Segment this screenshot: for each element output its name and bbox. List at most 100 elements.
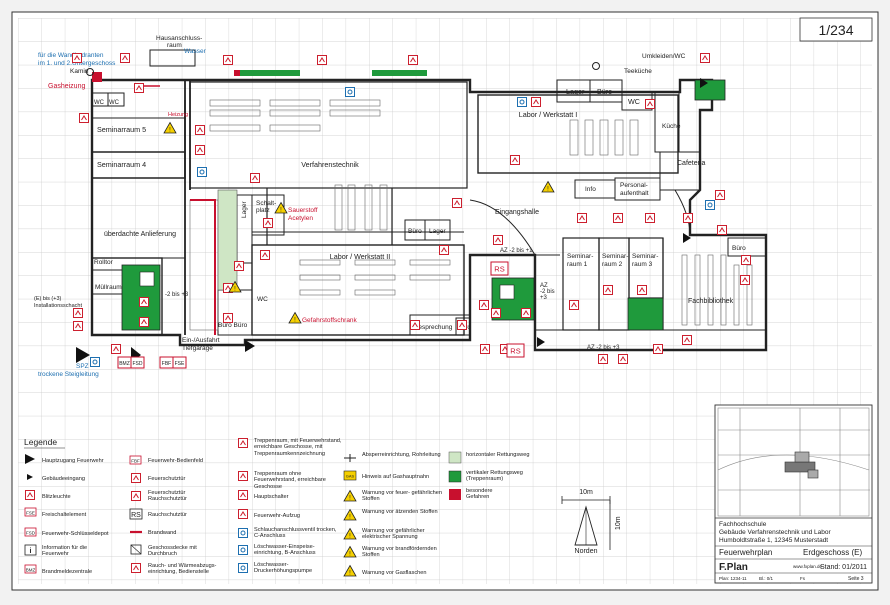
legend-c2-2: Feuerschutztür Rauchschutztür bbox=[148, 490, 187, 503]
room-cafeteria: Cafeteria bbox=[677, 160, 706, 167]
room-buero-r: Büro bbox=[732, 245, 746, 252]
einausfahrt-2: Tiefgarage bbox=[182, 345, 213, 352]
legend-c2-0: Feuerwehr-Bedienfeld bbox=[148, 458, 203, 464]
room-wc: WC bbox=[257, 296, 268, 303]
legend-c1-3: Freischaltelement bbox=[42, 512, 87, 518]
tb-address: Humboldtstraße 1, 12345 Musterstadt bbox=[719, 537, 828, 544]
furniture bbox=[189, 99, 753, 331]
sauerstoff-1: Sauerstoff bbox=[288, 207, 318, 214]
fsd-box: FSD bbox=[133, 361, 143, 367]
room-schaltplatz-2: platz bbox=[256, 207, 270, 214]
rs-box-2: RS bbox=[510, 347, 520, 356]
legend-c3-0: Treppenraum, mit Feuerwehrstand, erreich… bbox=[254, 438, 342, 457]
tb-institution: Fachhochschule bbox=[719, 521, 767, 528]
legend-c1-0: Hauptzugang Feuerwehr bbox=[42, 458, 104, 464]
legend-sym-fse: FSE bbox=[26, 511, 35, 516]
wasser-label: Wasser bbox=[184, 48, 207, 55]
legend-c2-5: Geschossdecke mit Durchbruch bbox=[148, 545, 197, 558]
spz-label: SPZ bbox=[76, 363, 89, 370]
bmz-box: BMZ bbox=[119, 361, 130, 367]
hydrant-note-1: für die Wandhydranten bbox=[38, 52, 104, 59]
az-mid-1: AZ bbox=[540, 283, 548, 289]
room-labor2: Labor / Werkstatt II bbox=[330, 252, 391, 261]
az-mid-2: -2 bis bbox=[540, 289, 555, 295]
site-map bbox=[717, 407, 870, 517]
legend-c3-3: Feuerwehr-Aufzug bbox=[254, 513, 300, 519]
heizung-label: Heizung bbox=[168, 112, 188, 118]
legend-c4-2: Warnung vor feuer- gefährlichen Stoffen bbox=[362, 490, 442, 503]
legend-c5-0: horizontaler Rettungsweg bbox=[466, 452, 530, 458]
fbf-box: FBF bbox=[162, 361, 171, 367]
legend-c3-5: Löschwasser-Einspeise- einrichtung, B-An… bbox=[254, 544, 316, 557]
legend-c1-6: Brandmeldezentrale bbox=[42, 569, 92, 575]
hausanschluss-1: Hausanschluss- bbox=[156, 35, 202, 42]
floor-plan bbox=[90, 49, 768, 352]
room-buero-lager-b: Lager bbox=[429, 228, 446, 235]
legend-sym-fbf: FBF bbox=[131, 459, 140, 464]
tb-stand: Stand: 01/2011 bbox=[820, 564, 867, 571]
legend-c4-0: Absperreinrichtung, Rohrleitung bbox=[362, 452, 441, 458]
legend-title: Legende bbox=[24, 437, 57, 447]
tb-plan-no: Plan: 1234-11 bbox=[719, 576, 747, 581]
legend-c1-4: Feuerwehr-Schlüsseldepot bbox=[42, 531, 109, 537]
ueberdachte-label: überdachte Anlieferung bbox=[104, 231, 176, 238]
plan-labelled-boxes: RS RS BMZ FSD FBF FSE bbox=[117, 261, 525, 369]
legend-c4-4: Warnung vor gefährlicher elektrischer Sp… bbox=[362, 528, 425, 541]
room-seminar1-2: raum 1 bbox=[567, 261, 588, 268]
kamin-label: Kamin bbox=[70, 68, 89, 75]
green-bar-2 bbox=[372, 70, 427, 76]
tb-brand-url: www.fxplan.de bbox=[793, 564, 823, 569]
legend-c3-1: Treppenraum ohne Feuerwehrstand, erreich… bbox=[254, 471, 326, 489]
legend-c1-2: Blitzleuchte bbox=[42, 494, 71, 500]
room-wc-left-a: WC bbox=[94, 100, 105, 106]
tb-building: Gebäude Verfahrenstechnik und Labor bbox=[719, 529, 832, 536]
legend-c2-3: Rauchschutztür bbox=[148, 512, 187, 518]
legend-c3-6: Löschwasser- Druckerhöhungspumpe bbox=[254, 562, 313, 575]
room-wc-left-b: WC bbox=[109, 100, 120, 106]
legend-sym-gas: GAS bbox=[346, 474, 355, 479]
scale-vertical: 10m bbox=[615, 516, 622, 530]
scale-horizontal: 10m bbox=[579, 489, 593, 496]
installation-1: (E) bis (+3) bbox=[34, 296, 62, 302]
room-personal-2: aufenthalt bbox=[620, 190, 649, 197]
room-seminar1-1: Seminar- bbox=[567, 253, 593, 260]
room-labels: Seminarraum 5 Seminarraum 4 Verfahrenste… bbox=[94, 87, 746, 331]
legend-c3-2: Hauptschalter bbox=[254, 494, 289, 500]
hydrant-note-2: im 1. und 2.Untergeschoss bbox=[38, 60, 116, 67]
legend-c4-6: Warnung vor Gasflaschen bbox=[362, 570, 426, 576]
room-labor1: Labor / Werkstatt I bbox=[519, 110, 578, 119]
legend-c4-1: Hinweis auf Gashauptnahn bbox=[362, 474, 429, 480]
north-label: Norden bbox=[575, 548, 598, 555]
room-kueche: Küche bbox=[662, 123, 681, 130]
room-verfahrenstechnik: Verfahrenstechnik bbox=[301, 160, 359, 169]
teekueche-label: Teeküche bbox=[624, 68, 652, 75]
fse-box: FSE bbox=[175, 361, 185, 367]
page-number: 1/234 bbox=[818, 22, 853, 38]
room-seminar3-2: raum 3 bbox=[632, 261, 653, 268]
tb-floor: Erdgeschoss (E) bbox=[803, 548, 862, 557]
tb-bl: Bl.: 0/1 bbox=[759, 576, 774, 581]
tb-brand: F.Plan bbox=[719, 562, 748, 573]
room-info: Info bbox=[585, 186, 596, 193]
room-seminar2-1: Seminar- bbox=[602, 253, 628, 260]
room-seminar2-2: raum 2 bbox=[602, 261, 623, 268]
gefahrstoff-label: Gefahrstoffschrank bbox=[302, 317, 358, 324]
title-block: Fachhochschule Gebäude Verfahrenstechnik… bbox=[714, 404, 873, 584]
room-seminar3-1: Seminar- bbox=[632, 253, 658, 260]
plan-annotations: für die Wandhydranten im 1. und 2.Unterg… bbox=[34, 35, 686, 378]
legend-c1-5: Information für die Feuerwehr bbox=[42, 545, 88, 558]
main-access-arrow bbox=[76, 347, 90, 363]
legend-sym-rs: RS bbox=[131, 512, 141, 519]
installation-2: Installationsschacht bbox=[34, 303, 82, 309]
legend-c4-3: Warnung vor ätzenden Stoffen bbox=[362, 509, 438, 515]
legend: Legende FSE FSD i BMZ Hauptzugang Feuerw… bbox=[24, 437, 530, 578]
page-number-box bbox=[799, 17, 873, 42]
room-buero-lager-a: Büro bbox=[408, 228, 422, 235]
tb-fs: Fs bbox=[800, 576, 806, 581]
umkleiden-label: Umkleiden/WC bbox=[642, 53, 686, 60]
legend-c4-5: Warnung vor brandfördernden Stoffen bbox=[362, 546, 437, 559]
room-personal-1: Personal- bbox=[620, 182, 648, 189]
room-eingangshalle: Eingangshalle bbox=[495, 209, 539, 216]
m2bis3-label: -2 bis +3 bbox=[165, 292, 189, 298]
